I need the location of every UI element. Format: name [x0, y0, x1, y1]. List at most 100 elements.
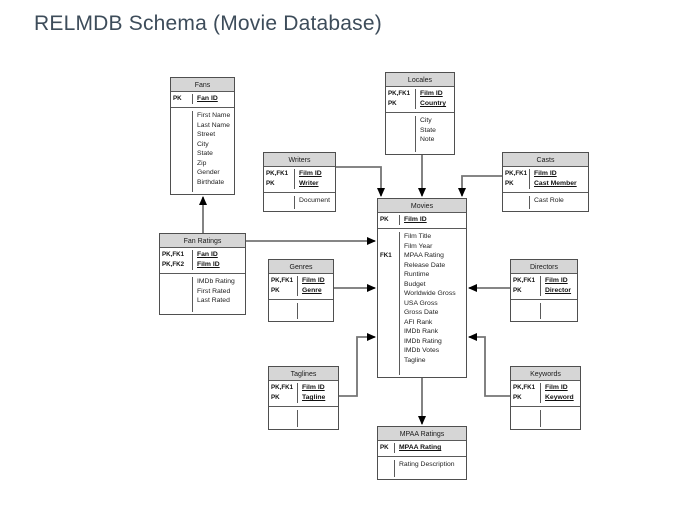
attribute-key-label [380, 308, 398, 318]
attribute-key-label [388, 126, 414, 136]
key-field: Fan ID [197, 95, 218, 102]
key-label: PK [271, 394, 280, 401]
attribute-key-label [388, 135, 414, 145]
key-fields: Film ID [400, 215, 466, 225]
entity-attributes-keywords [511, 407, 580, 429]
attribute-key-label [173, 130, 191, 140]
key-fields: Fan ID [193, 94, 234, 104]
attribute-name: Last Name [197, 121, 230, 129]
attribute-key-labels [378, 460, 395, 477]
entity-keys-fans: PK Fan ID [171, 92, 234, 108]
key-field: Writer [299, 180, 319, 187]
attribute-name: IMDb Rating [197, 278, 235, 285]
attribute-key-label [380, 261, 398, 271]
attribute-key-label [173, 111, 191, 121]
attribute-key-label [266, 196, 293, 206]
attribute-names: Rating Description [395, 460, 466, 477]
attribute-names: Document [295, 196, 335, 209]
attribute-key-label [380, 289, 398, 299]
attribute-key-labels [269, 410, 298, 427]
key-field: Cast Member [534, 180, 577, 187]
attribute-name: IMDb Rank [404, 328, 438, 335]
key-field: Film ID [545, 384, 568, 391]
attribute-name: Release Date [404, 261, 446, 269]
key-field: Film ID [534, 170, 557, 177]
key-label: PK,FK1 [513, 384, 536, 391]
attribute-names: Cast Role [530, 196, 588, 209]
attribute-key-label [162, 277, 191, 287]
entity-title-genres: Genres [269, 260, 333, 274]
attribute-key-label [173, 168, 191, 178]
key-label: PK,FK1 [271, 384, 294, 391]
entity-title-taglines: Taglines [269, 367, 338, 381]
attribute-name: IMDb Votes [404, 347, 440, 354]
key-field: Film ID [404, 216, 427, 223]
key-label: PK,FK1 [505, 170, 528, 177]
key-label: PK,FK2 [162, 261, 185, 268]
key-field: Film ID [545, 277, 568, 284]
entity-title-directors: Directors [511, 260, 577, 274]
entity-title-fans: Fans [171, 78, 234, 92]
key-label: PK,FK1 [513, 277, 536, 284]
attribute-key-label [162, 296, 191, 306]
attribute-key-label [173, 149, 191, 159]
key-label: PK [271, 287, 280, 294]
key-label: PK,FK1 [266, 170, 289, 177]
key-label: PK [380, 444, 389, 451]
attribute-name: AFI Rank [404, 318, 433, 326]
attribute-name: Budget [404, 280, 426, 288]
attribute-name: State [420, 126, 436, 134]
key-field: Film ID [420, 90, 443, 97]
attribute-name: Film Title [404, 233, 432, 240]
attribute-key-labels [511, 410, 541, 427]
attribute-key-label [380, 270, 398, 280]
entity-title-movies: Movies [378, 199, 466, 213]
attribute-name: Gross Date [404, 309, 439, 316]
attribute-name: City [420, 117, 432, 124]
attribute-name: USA Gross [404, 299, 438, 307]
attribute-names [298, 303, 333, 319]
key-field: Film ID [197, 261, 220, 268]
key-field: MPAA Rating [399, 444, 442, 451]
attribute-key-label [388, 116, 414, 126]
attribute-name: Cast Role [534, 197, 564, 204]
key-labels: PK [171, 94, 193, 104]
attribute-key-labels [264, 196, 295, 209]
attribute-key-label [505, 196, 528, 206]
key-labels: PK [378, 443, 395, 453]
attribute-key-label [173, 178, 191, 188]
connector-writers-to-movies [336, 166, 385, 197]
entity-attributes-taglines [269, 407, 338, 429]
attribute-name: First Rated [197, 287, 231, 295]
attribute-key-label [173, 121, 191, 131]
page-title: RELMDB Schema (Movie Database) [34, 12, 382, 35]
attribute-name: MPAA Rating [404, 252, 444, 259]
attribute-key-label [380, 337, 398, 347]
entity-keys-mpaa-ratings: PK MPAA Rating [378, 441, 466, 457]
attribute-name: Last Rated [197, 297, 230, 304]
attribute-name: Worldwide Gross [404, 290, 456, 297]
